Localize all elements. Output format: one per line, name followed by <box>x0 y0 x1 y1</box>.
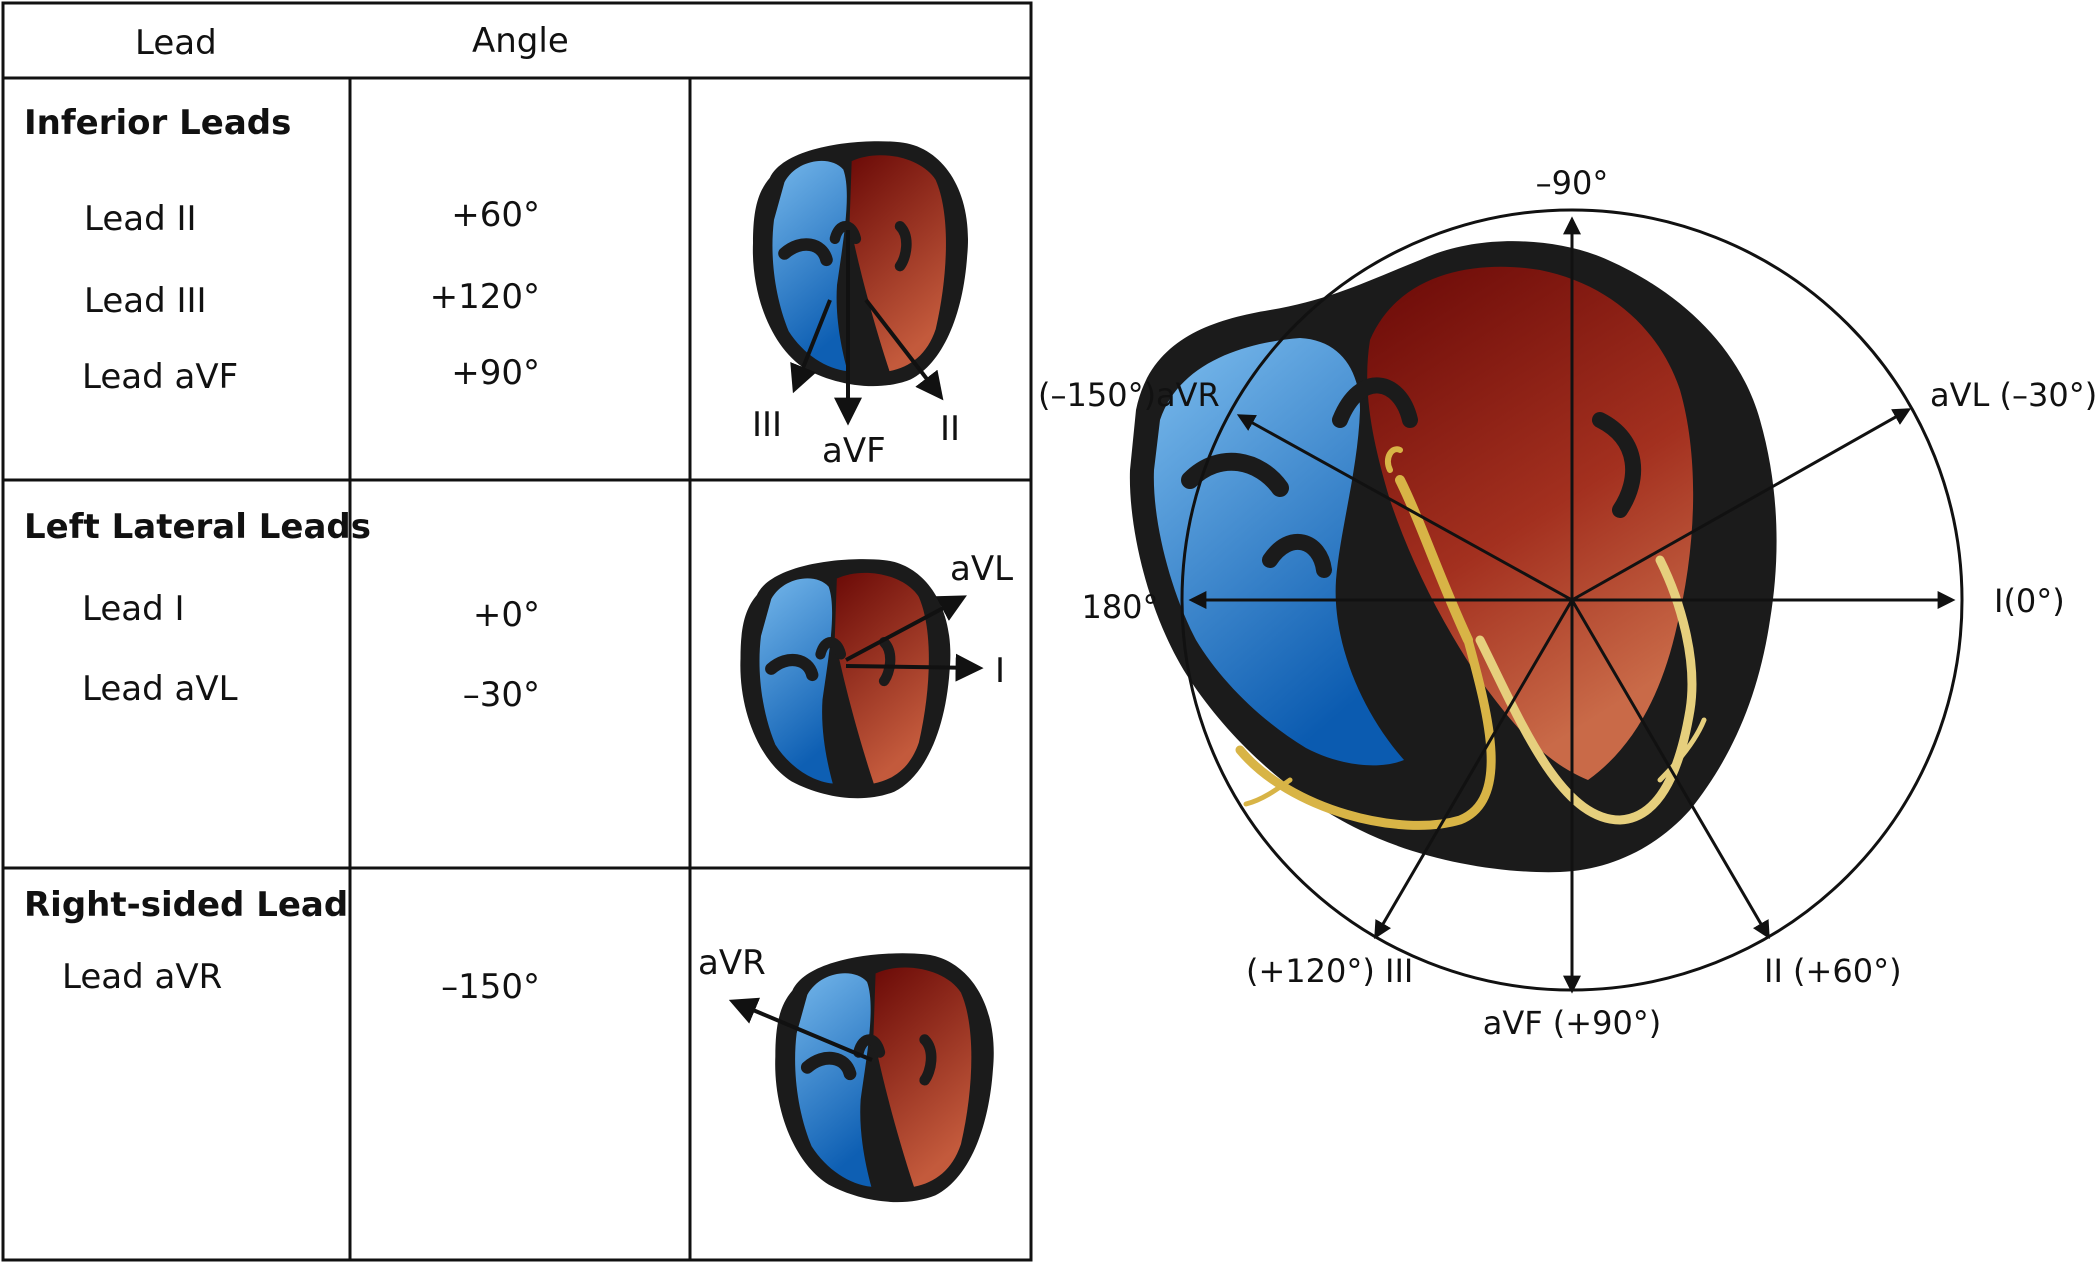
label-left: 180° <box>1081 588 1158 626</box>
table-grid <box>1 1 1033 1262</box>
lead-name-iii: Lead III <box>84 281 207 321</box>
header-lead: Lead <box>135 23 217 63</box>
lead-angle-avl: –30° <box>463 675 540 715</box>
axis-avr <box>1236 414 1573 602</box>
lead-name-avf: Lead aVF <box>82 357 238 397</box>
hexaxial-diagram: –90° 180° I(0°) (–150°)aVR aVL (–30°) (+… <box>1038 164 2097 1042</box>
heart-diagram-left-lateral: aVL I <box>740 549 1013 798</box>
heart-diagram-right-sided: aVR <box>698 943 994 1202</box>
group-title-inferior: Inferior Leads <box>24 103 291 143</box>
conduction-system <box>1235 446 1707 830</box>
diagram-label-avf: aVF <box>822 431 886 471</box>
lead-name-ii: Lead II <box>84 199 197 239</box>
axis-iii <box>1374 599 1574 940</box>
lead-name-i: Lead I <box>82 589 185 629</box>
label-iii: (+120°) III <box>1246 952 1413 990</box>
label-avf: aVF (+90°) <box>1483 1004 1662 1042</box>
header-angle: Angle <box>472 21 569 61</box>
lead-angle-ii: +60° <box>451 195 540 235</box>
group-title-right-sided: Right-sided Lead <box>24 885 348 925</box>
diagram-label-avr: aVR <box>698 943 766 983</box>
axis-ii <box>1570 599 1770 940</box>
heart-diagram-inferior: III aVF II <box>752 141 968 471</box>
lead-table: Lead Angle Inferior Leads Lead II +60° L… <box>1 1 1033 1262</box>
label-avr: (–150°)aVR <box>1038 376 1220 414</box>
diagram-label-ii: II <box>940 409 960 449</box>
label-right: I(0°) <box>1994 582 2065 620</box>
lead-angle-avr: –150° <box>441 967 540 1007</box>
large-heart <box>1129 241 1777 873</box>
diagram-label-iii: III <box>752 405 782 445</box>
lead-name-avl: Lead aVL <box>82 669 238 709</box>
lead-axes <box>1188 216 1956 994</box>
diagram-label-avl: aVL <box>950 549 1013 589</box>
diagram-label-i: I <box>995 651 1005 691</box>
lead-name-avr: Lead aVR <box>62 957 222 997</box>
label-avl: aVL (–30°) <box>1930 376 2097 414</box>
lead-angle-i: +0° <box>473 595 540 635</box>
group-title-left-lateral: Left Lateral Leads <box>24 507 371 547</box>
label-top: –90° <box>1536 164 1609 202</box>
lead-angle-avf: +90° <box>451 353 540 393</box>
group-left-lateral: Left Lateral Leads Lead I +0° Lead aVL –… <box>24 507 1013 798</box>
label-ii: II (+60°) <box>1764 952 1902 990</box>
lead-angle-iii: +120° <box>430 277 540 317</box>
group-right-sided: Right-sided Lead Lead aVR –150° aVR <box>24 885 994 1202</box>
group-inferior: Inferior Leads Lead II +60° Lead III +12… <box>24 103 968 471</box>
axis-avl <box>1571 408 1912 602</box>
